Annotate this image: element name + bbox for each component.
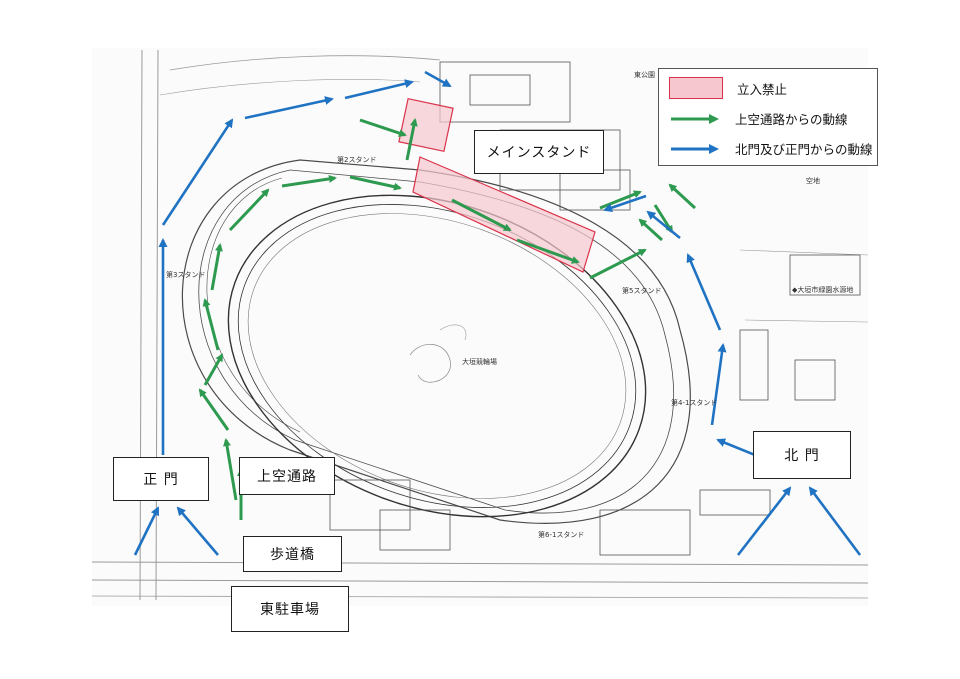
footbridge-label: 歩道橋	[243, 536, 342, 572]
legend: 立入禁止 上空通路からの動線 北門及び正門からの動線	[658, 68, 878, 166]
vacant-lot-label: 空地	[806, 177, 820, 185]
restricted-area-long	[412, 156, 596, 273]
stand-6-1-label: 第6-1スタンド	[538, 531, 585, 539]
overpass-routes	[198, 118, 697, 520]
east-park-label: 東公園	[634, 71, 655, 79]
legend-row-overpass: 上空通路からの動線	[669, 109, 848, 128]
green-arrow-icon	[671, 113, 719, 124]
north-gate-label: 北 門	[753, 431, 851, 479]
roads	[91, 49, 869, 601]
stand-4-1-label: 第4-1スタンド	[671, 399, 718, 407]
overpass-label: 上空通路	[239, 457, 335, 495]
main-gate-label: 正 門	[113, 457, 209, 501]
legend-row-gate: 北門及び正門からの動線	[669, 139, 873, 158]
legend-gate-label: 北門及び正門からの動線	[735, 142, 873, 157]
restricted-swatch	[669, 77, 723, 99]
stand-5-label: 第5スタンド	[622, 287, 662, 295]
stand-3-label: 第3スタンド	[166, 271, 206, 279]
water-source-label: ◆大垣市緑園水源地	[792, 286, 854, 294]
legend-row-restricted: 立入禁止	[669, 77, 787, 99]
velodrome-label: 大垣競輪場	[462, 358, 497, 366]
restricted-area-small	[398, 97, 454, 153]
stand-2-label: 第2スタンド	[337, 156, 377, 164]
legend-overpass-label: 上空通路からの動線	[735, 112, 848, 127]
blue-arrow-icon	[671, 143, 719, 154]
legend-restricted-label: 立入禁止	[737, 81, 788, 97]
main-stand-label: メインスタンド	[474, 130, 604, 174]
east-parking-label: 東駐車場	[231, 586, 349, 632]
